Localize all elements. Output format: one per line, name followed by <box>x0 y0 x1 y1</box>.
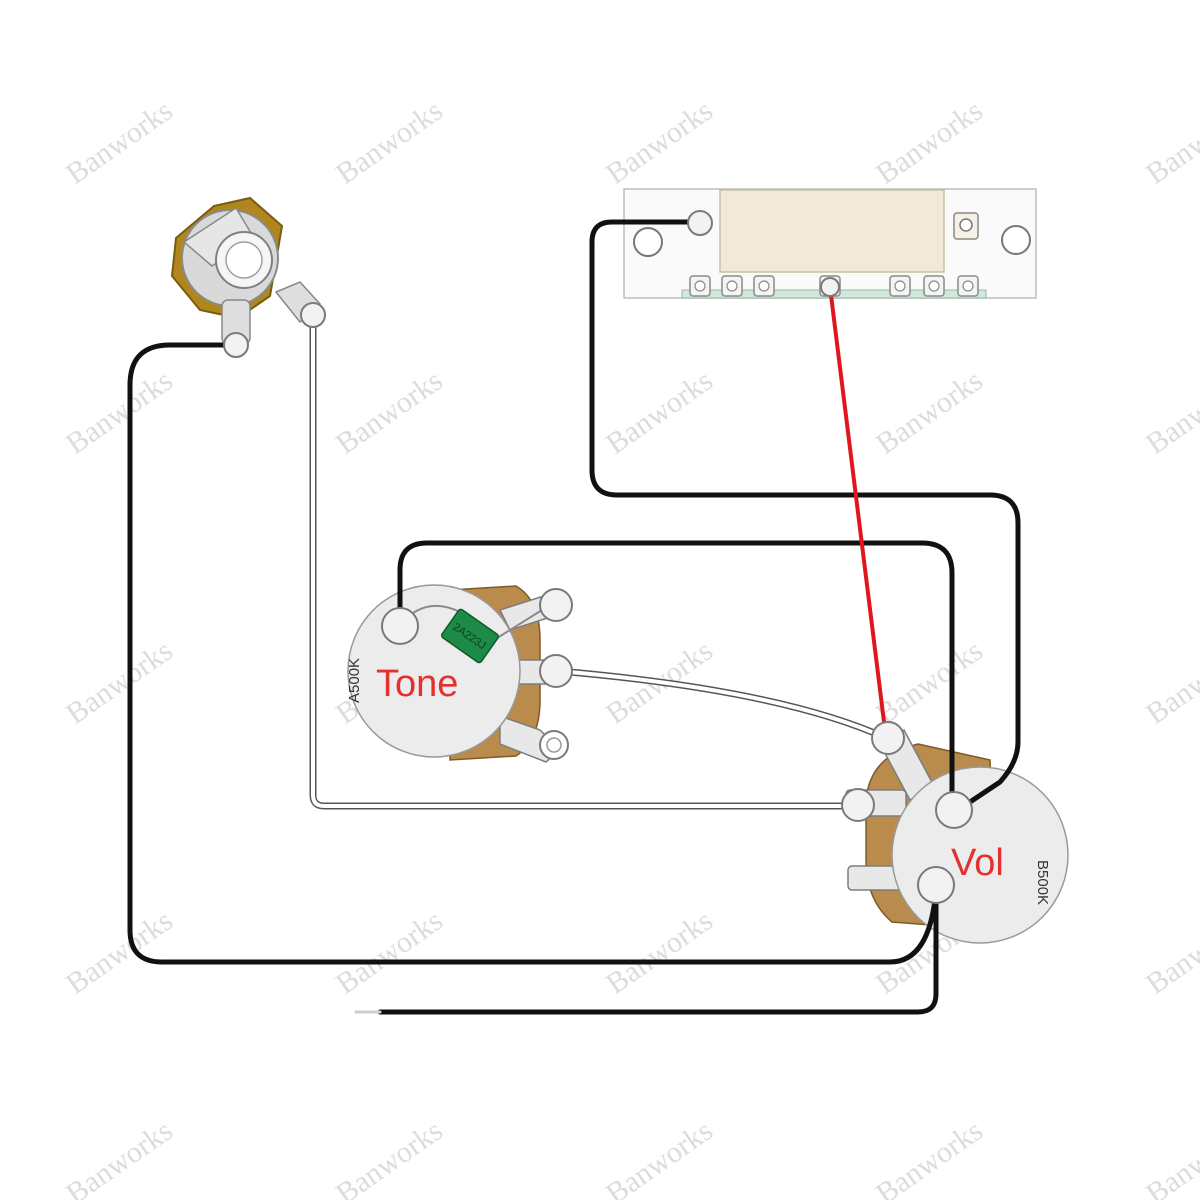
watermark: Banworks <box>60 634 179 731</box>
solder-joint-volume-ground <box>935 791 973 829</box>
watermark: Banworks <box>870 634 989 731</box>
solder-joint-tone-lug-2 <box>539 654 573 688</box>
pickup-cover <box>719 189 945 273</box>
capacitor: 2A223J <box>441 608 499 664</box>
watermark: Banworks <box>330 94 449 191</box>
wiring <box>127 219 1021 1015</box>
jack-socket-inner <box>225 241 263 279</box>
watermark: Banworks <box>600 364 719 461</box>
tone-lug-3-hole-inner <box>546 737 562 753</box>
bridge-ground-wire <box>377 887 939 1015</box>
solder-joints <box>223 210 973 904</box>
solder-joint-volume-lug-1 <box>871 721 905 755</box>
watermark: Banworks <box>1140 1114 1200 1200</box>
watermark: Banworks <box>1140 904 1200 1001</box>
volume-pot-code: B500K <box>1034 860 1051 905</box>
watermark: Banworks <box>600 1114 719 1200</box>
pickup-terminal-hole <box>726 280 738 292</box>
pickup-mounting-hole <box>633 227 663 257</box>
pickup-terminal-hole <box>894 280 906 292</box>
solder-joint-tone-ground <box>381 607 419 645</box>
pickup-mounting-hole <box>1001 225 1031 255</box>
volume-pot-label: Vol <box>951 842 1004 884</box>
watermark: Banworks <box>1140 634 1200 731</box>
pickup-side-tab-hole <box>959 218 973 232</box>
watermark: Banworks <box>330 364 449 461</box>
watermark: Banworks <box>60 1114 179 1200</box>
solder-joint-pickup-ground <box>687 210 713 236</box>
capacitor-body <box>441 608 499 664</box>
pickup-hot-wire <box>828 285 888 740</box>
pickup-terminal-hole <box>694 280 706 292</box>
watermark: Banworks <box>1140 94 1200 191</box>
jack-tip-white-wire-core <box>311 313 857 808</box>
solder-joint-volume-lug-2 <box>841 788 875 822</box>
output-jack <box>170 196 322 345</box>
watermark: Banworks <box>330 1114 449 1200</box>
watermark: Banworks <box>870 364 989 461</box>
tone-to-volume-white-wire-core <box>556 669 888 740</box>
pickup-terminal-hole <box>962 280 974 292</box>
tone-pot-label: Tone <box>376 663 458 705</box>
tone-ground-wire <box>397 540 955 811</box>
volume-pot: Vol B500K <box>845 728 1069 944</box>
pickup-ground-wire <box>589 219 1021 813</box>
pickup-terminal-hole <box>758 280 770 292</box>
watermark: Banworks <box>60 94 179 191</box>
pickup-terminal-hole <box>928 280 940 292</box>
solder-joint-jack-sleeve <box>223 332 249 358</box>
watermark: Banworks <box>330 904 449 1001</box>
pickup-terminals <box>689 275 979 297</box>
tone-pot-code: A500K <box>346 658 363 703</box>
watermark: Banworks <box>870 1114 989 1200</box>
watermark: Banworks <box>600 94 719 191</box>
watermark: Banworks <box>870 94 989 191</box>
watermark: Banworks <box>60 364 179 461</box>
jack-sleeve-ground-wire <box>127 342 939 965</box>
watermark: Banworks <box>60 904 179 1001</box>
watermark: Banworks <box>1140 364 1200 461</box>
watermark: Banworks <box>600 904 719 1001</box>
tone-pot: Tone A500K <box>346 584 562 763</box>
solder-joint-pickup-hot <box>820 277 840 297</box>
solder-joint-jack-tip <box>300 302 326 328</box>
solder-joint-tone-lug-1 <box>539 588 573 622</box>
solder-joint-volume-ground-2 <box>917 866 955 904</box>
